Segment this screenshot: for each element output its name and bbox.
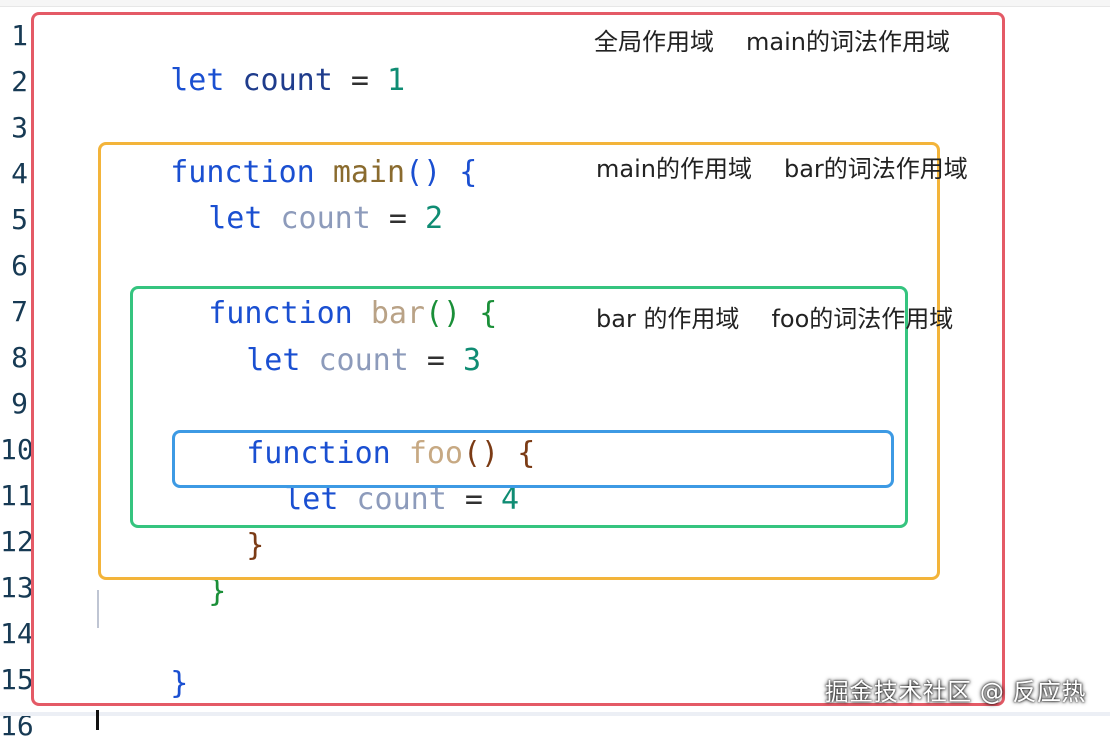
code-line-6[interactable]: function bar() { <box>136 245 497 331</box>
line-number: 4 <box>11 157 28 190</box>
line-number: 15 <box>0 663 34 696</box>
code-line-12[interactable]: } <box>136 523 226 609</box>
function-name-main: main <box>332 155 406 190</box>
editor-top-bar <box>0 0 1110 7</box>
number-literal: 3 <box>463 343 482 378</box>
keyword-function: function <box>246 436 391 471</box>
parentheses: () <box>463 436 500 471</box>
line-number: 16 <box>0 709 34 742</box>
code-line-14[interactable]: } <box>98 615 188 701</box>
watermark: 掘金技术社区 @ 反应热 <box>824 678 1086 706</box>
line-number: 1 <box>11 19 28 52</box>
close-brace: } <box>208 574 227 609</box>
indent-guide <box>97 590 99 628</box>
operator-assign: = <box>426 343 445 378</box>
keyword-let: let <box>284 482 339 517</box>
line-number: 7 <box>11 295 28 328</box>
code-line-11[interactable]: } <box>174 477 264 563</box>
keyword-function: function <box>170 155 315 190</box>
global-scope-annotation: 全局作用域 main的词法作用域 <box>594 26 950 58</box>
keyword-let: let <box>170 63 225 98</box>
line-number: 5 <box>11 203 28 236</box>
scope-label: 全局作用域 <box>594 28 714 56</box>
code-line-9[interactable]: function foo() { <box>174 385 535 471</box>
open-brace: { <box>459 155 478 190</box>
variable-count: count <box>318 343 409 378</box>
parentheses: () <box>425 296 462 331</box>
number-literal: 4 <box>501 482 520 517</box>
operator-assign: = <box>350 63 369 98</box>
current-line-highlight <box>0 712 1110 716</box>
operator-assign: = <box>464 482 483 517</box>
line-number: 11 <box>0 479 34 512</box>
line-number: 2 <box>11 65 28 98</box>
main-scope-annotation: main的作用域 bar的词法作用域 <box>596 153 968 185</box>
number-literal: 2 <box>425 201 444 236</box>
keyword-let: let <box>208 201 263 236</box>
line-number: 12 <box>0 525 34 558</box>
function-name-bar: bar <box>370 296 425 331</box>
bar-scope-annotation: bar 的作用域 foo的词法作用域 <box>596 303 953 335</box>
keyword-let: let <box>246 343 301 378</box>
number-literal: 1 <box>387 63 406 98</box>
scope-label: main的作用域 <box>596 155 752 183</box>
line-number: 10 <box>0 433 34 466</box>
variable-count: count <box>280 201 371 236</box>
variable-count: count <box>242 63 333 98</box>
close-brace: } <box>170 666 189 701</box>
code-line-3[interactable]: function main() { <box>98 104 477 190</box>
line-number: 13 <box>0 571 34 604</box>
line-number: 8 <box>11 341 28 374</box>
code-line-7[interactable]: let count = 3 <box>174 292 481 378</box>
line-number: 14 <box>0 617 34 650</box>
function-name-foo: foo <box>408 436 463 471</box>
open-brace: { <box>517 436 536 471</box>
variable-count: count <box>356 482 447 517</box>
close-brace: } <box>246 528 265 563</box>
keyword-function: function <box>208 296 353 331</box>
open-brace: { <box>479 296 498 331</box>
line-number: 9 <box>11 387 28 420</box>
line-number: 3 <box>11 111 28 144</box>
lexical-scope-label: foo的词法作用域 <box>771 305 954 333</box>
code-line-1[interactable]: let count = 1 <box>98 12 405 98</box>
code-line-10[interactable]: let count = 4 <box>212 431 519 517</box>
operator-assign: = <box>388 201 407 236</box>
scope-label: bar 的作用域 <box>596 305 740 333</box>
lexical-scope-label: bar的词法作用域 <box>783 155 968 183</box>
lexical-scope-label: main的词法作用域 <box>746 28 950 56</box>
line-number: 6 <box>11 249 28 282</box>
parentheses: () <box>405 155 442 190</box>
code-line-4[interactable]: let count = 2 <box>136 150 443 236</box>
text-cursor <box>96 710 99 730</box>
